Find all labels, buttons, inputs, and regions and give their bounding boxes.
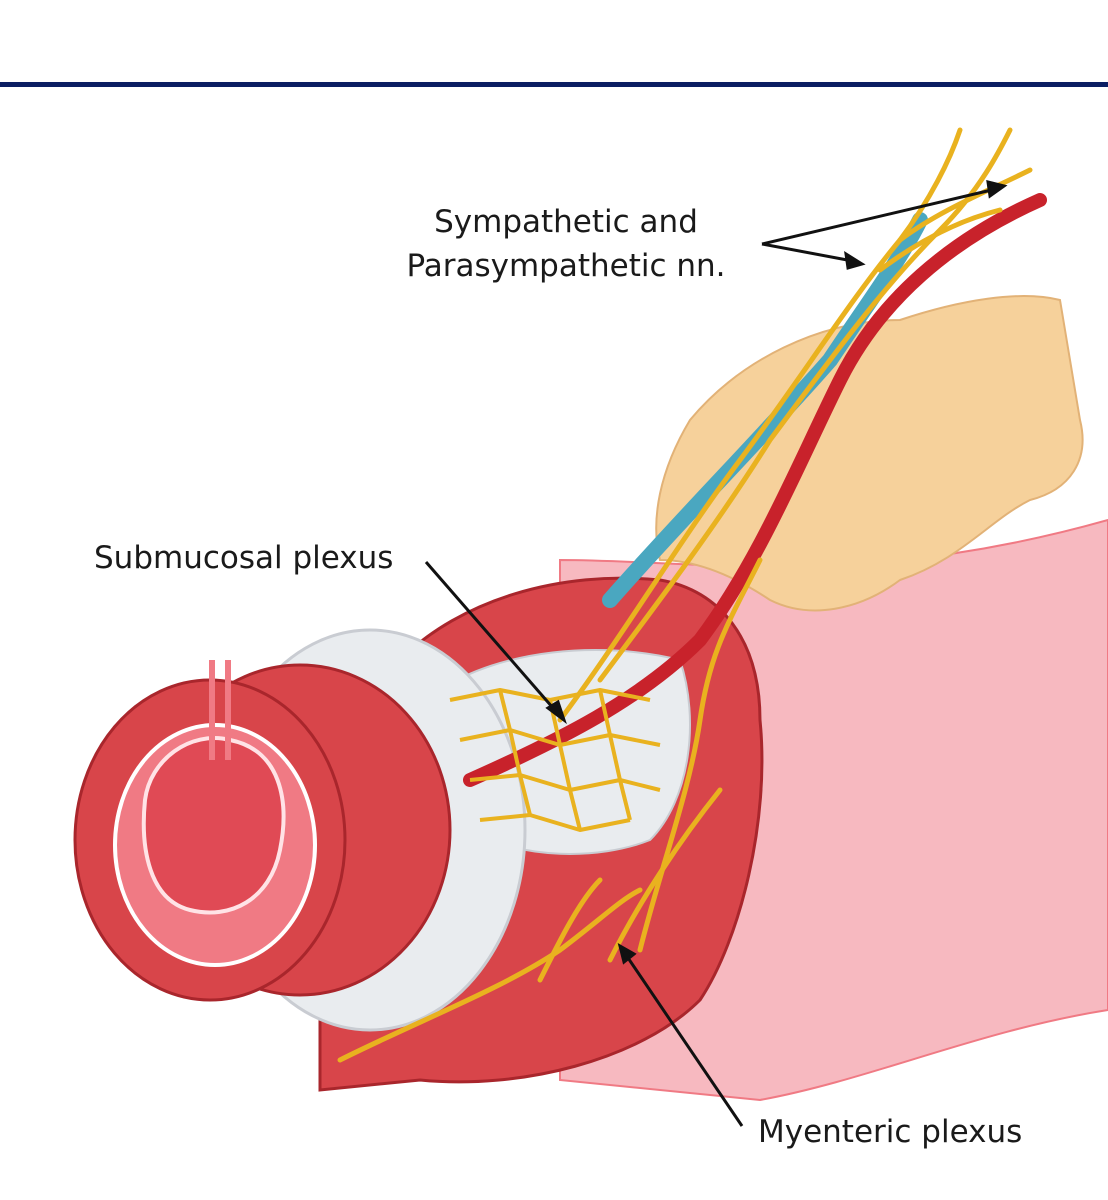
gland-duct — [209, 660, 231, 760]
label-myenteric-plexus: Myenteric plexus — [758, 1114, 1023, 1150]
pointer-lines — [424, 180, 1008, 1127]
nerve-network — [337, 127, 1033, 1063]
header-rule — [0, 82, 1108, 87]
label-sympathetic-parasympathetic: Sympathetic and Parasympathetic nn. — [396, 200, 736, 288]
artery — [463, 193, 1047, 787]
label-submucosal-plexus: Submucosal plexus — [94, 540, 394, 576]
label-sympathetic-line1: Sympathetic and — [434, 204, 698, 240]
vein — [602, 212, 928, 608]
submucosal-mesh — [449, 688, 661, 832]
label-sympathetic-line2: Parasympathetic nn. — [406, 248, 726, 284]
lumen — [141, 736, 286, 915]
